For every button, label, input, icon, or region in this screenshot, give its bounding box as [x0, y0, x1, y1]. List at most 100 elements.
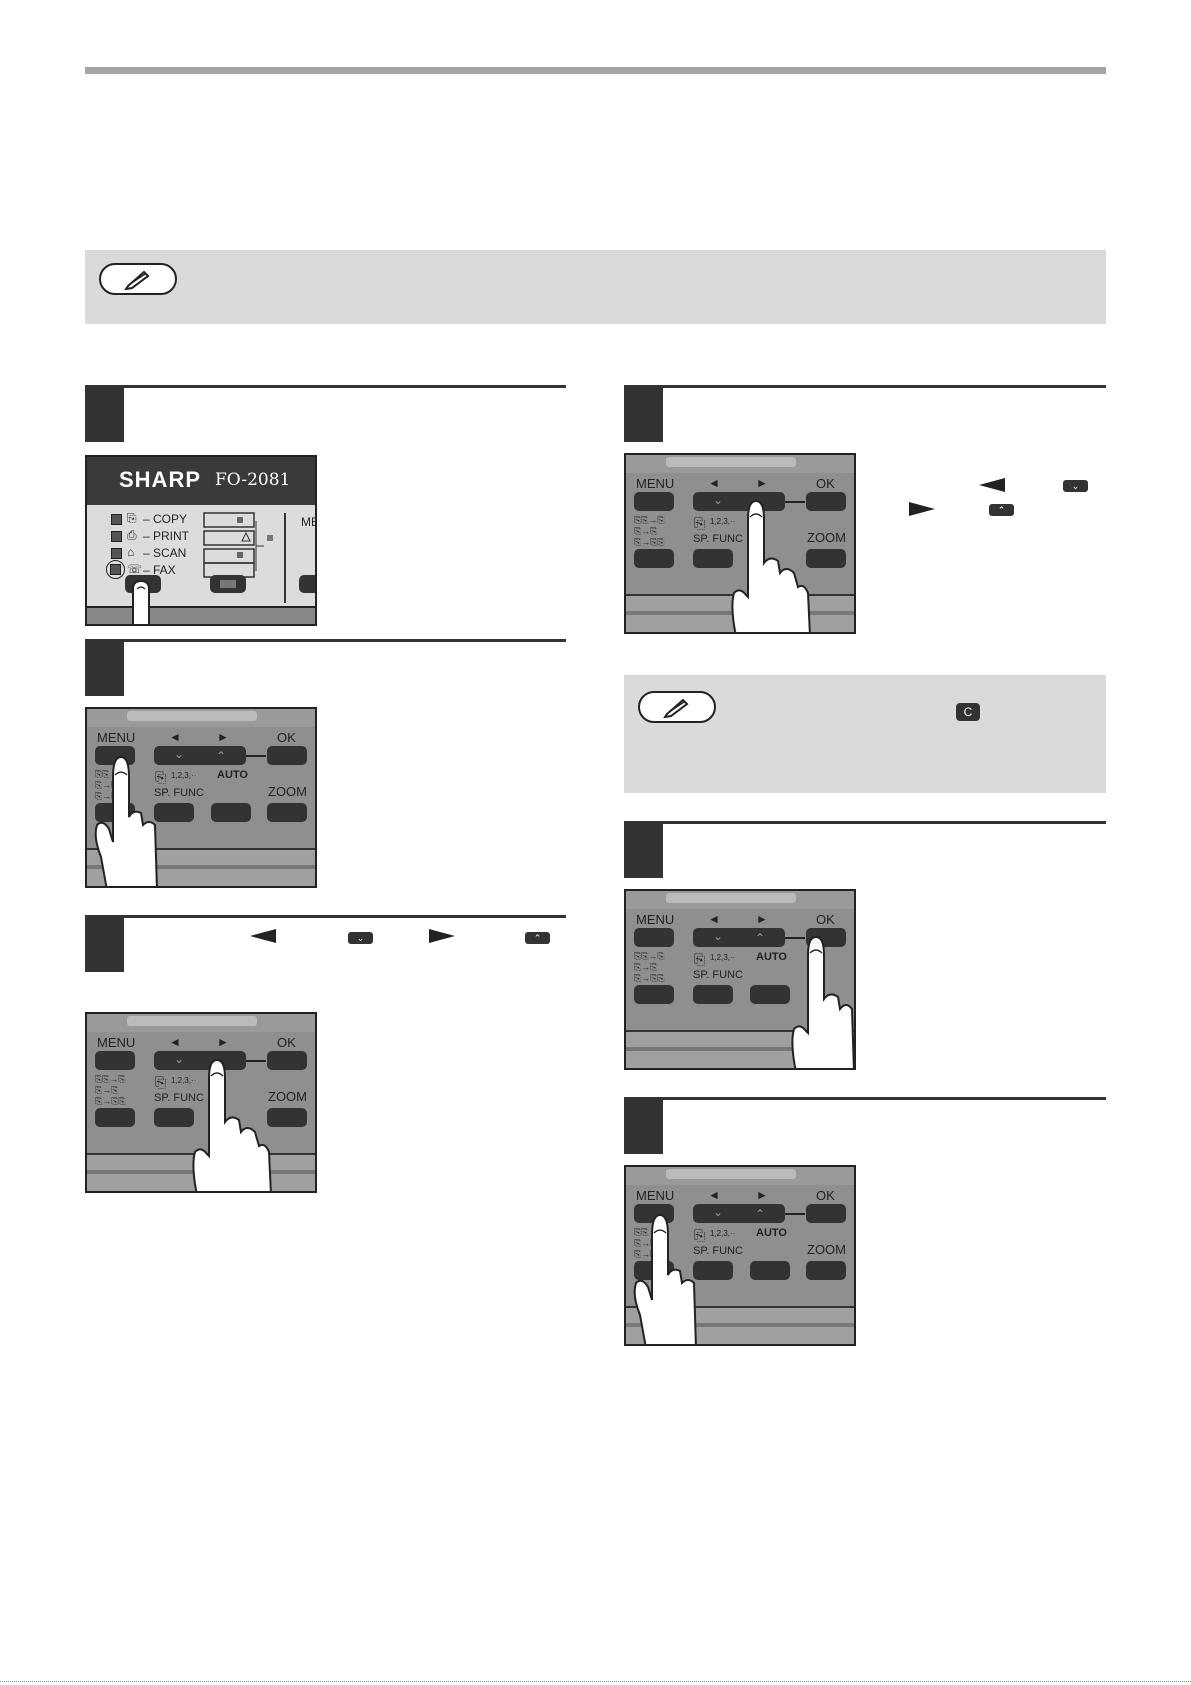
paper-path-icon — [203, 512, 264, 578]
menu-button[interactable] — [634, 492, 674, 511]
down-chevron: ⌄ — [713, 1205, 724, 1219]
mode-copy: – COPY — [143, 512, 188, 526]
down-key-icon: ⌄ — [1063, 480, 1088, 492]
header-rule — [85, 67, 1106, 74]
ok-label: OK — [816, 912, 835, 927]
mode-led — [111, 548, 122, 559]
right-arrow-label: ► — [756, 1188, 768, 1202]
menu-button[interactable] — [95, 1051, 135, 1070]
func-button[interactable] — [634, 549, 674, 568]
zoom-button[interactable] — [806, 1261, 846, 1280]
zoom-label: ZOOM — [807, 530, 846, 545]
sp-func-button[interactable] — [693, 985, 733, 1004]
menu-label: MENU — [97, 1035, 136, 1050]
ok-button[interactable] — [267, 746, 307, 765]
sp-func-label: SP. FUNC — [154, 1092, 204, 1104]
zoom-button[interactable] — [267, 803, 307, 822]
arrow-rocker-button[interactable]: ⌄ ⌃ — [693, 1204, 785, 1223]
step-4-bar — [624, 385, 1106, 388]
up-chevron: ⌃ — [755, 931, 766, 945]
control-panel-ok-press: MENU ◄ ► OK ⌄ ⌃ ⎘⎘→⎘⎘→⎘⎘→⎘⎘ ⎘ 1,2,3,·· S… — [624, 889, 856, 1070]
ok-label: OK — [816, 476, 835, 491]
zoom-label: ZOOM — [268, 1089, 307, 1104]
zoom-label: ZOOM — [807, 1242, 846, 1257]
sp-func-button[interactable] — [154, 1108, 194, 1127]
note-box-right: C — [624, 675, 1106, 793]
duplex-icons: ⎘⎘→⎘⎘→⎘⎘→⎘⎘ — [634, 515, 665, 547]
duplex-icons: ⎘⎘→⎘⎘→⎘⎘→⎘⎘ — [634, 951, 665, 983]
step-1-number — [85, 387, 124, 442]
copies-icon: ⎘ — [694, 1227, 706, 1243]
right-arrow-label: ► — [217, 730, 229, 744]
model-name: FO-2081 — [215, 470, 291, 490]
mode-led — [111, 531, 122, 542]
copies-icon: ⎘ — [155, 1074, 167, 1090]
left-triangle-icon — [250, 929, 276, 943]
step-5-number — [624, 823, 663, 878]
copies-icon: ⎘ — [694, 951, 706, 967]
zoom-label: ZOOM — [268, 784, 307, 799]
auto-button[interactable] — [750, 1261, 790, 1280]
ok-button[interactable] — [806, 492, 846, 511]
hand-pressing-icon — [94, 755, 158, 886]
copy-icon: ⎘ — [127, 511, 137, 525]
sp-func-button[interactable] — [693, 1261, 733, 1280]
status-led — [267, 535, 273, 541]
clear-key-icon: C — [956, 703, 980, 721]
step-4-number — [624, 387, 663, 442]
mode-led — [110, 564, 121, 575]
mode-led — [111, 514, 122, 525]
copies-icon: ⎘ — [155, 769, 167, 785]
left-arrow-label: ◄ — [169, 730, 181, 744]
control-panel-arrow-press-2: MENU ◄ ► OK ⌄ ⎘⎘→⎘⎘→⎘⎘→⎘⎘ ⎘ 1,2,3,·· SP.… — [624, 453, 856, 634]
mode-print: – PRINT — [143, 529, 190, 543]
step-6-bar — [624, 1097, 1106, 1100]
seq-label: 1,2,3,·· — [171, 1076, 197, 1085]
sp-func-button[interactable] — [693, 549, 733, 568]
seq-label: 1,2,3,·· — [710, 517, 736, 526]
fax-icon: ☏ — [127, 562, 143, 576]
sp-func-button[interactable] — [154, 803, 194, 822]
auto-button[interactable] — [750, 985, 790, 1004]
edge-button[interactable] — [299, 575, 315, 593]
right-arrow-label: ► — [756, 912, 768, 926]
control-panel-menu-press-2: MENU ◄ ► OK ⌄ ⌃ ⎘⎘→⎘⎘→⎘⎘→⎘⎘ ⎘ 1,2,3,·· S… — [624, 1165, 856, 1346]
hand-pressing-icon — [731, 499, 811, 632]
note-box-top — [85, 250, 1106, 324]
up-key-icon: ⌃ — [525, 932, 550, 944]
sp-func-label: SP. FUNC — [154, 787, 204, 799]
arrow-rocker-button[interactable]: ⌄ ⌃ — [154, 746, 246, 765]
menu-label: MENU — [636, 476, 675, 491]
left-arrow-label: ◄ — [708, 476, 720, 490]
auto-button[interactable] — [211, 803, 251, 822]
arrow-rocker-button[interactable]: ⌄ ⌃ — [693, 928, 785, 947]
finger-icon — [132, 579, 150, 624]
right-triangle-icon — [429, 929, 455, 943]
up-chevron: ⌃ — [755, 1207, 766, 1221]
mode-fax: – FAX — [143, 563, 176, 577]
sp-func-label: SP. FUNC — [693, 1245, 743, 1257]
mode-scan: – SCAN — [143, 546, 187, 560]
down-chevron: ⌄ — [174, 1052, 185, 1066]
sp-func-label: SP. FUNC — [693, 533, 743, 545]
step-3-bar — [85, 915, 566, 918]
func-button[interactable] — [634, 985, 674, 1004]
seq-label: 1,2,3,·· — [171, 771, 197, 780]
right-triangle-icon — [909, 502, 935, 516]
ok-button[interactable] — [267, 1051, 307, 1070]
ok-connector — [785, 937, 805, 939]
stop-button[interactable] — [210, 575, 246, 593]
right-arrow-label: ► — [756, 476, 768, 490]
menu-button[interactable] — [634, 928, 674, 947]
zoom-button[interactable] — [806, 549, 846, 568]
func-button[interactable] — [95, 1108, 135, 1127]
seq-label: 1,2,3,·· — [710, 953, 736, 962]
menu-label: MENU — [636, 1188, 675, 1203]
step-3-number — [85, 917, 124, 972]
auto-label: AUTO — [756, 1227, 787, 1239]
note-icon — [638, 691, 716, 723]
scan-icon: ⌂ — [127, 545, 135, 559]
auto-label: AUTO — [217, 769, 248, 781]
zoom-button[interactable] — [267, 1108, 307, 1127]
ok-button[interactable] — [806, 1204, 846, 1223]
